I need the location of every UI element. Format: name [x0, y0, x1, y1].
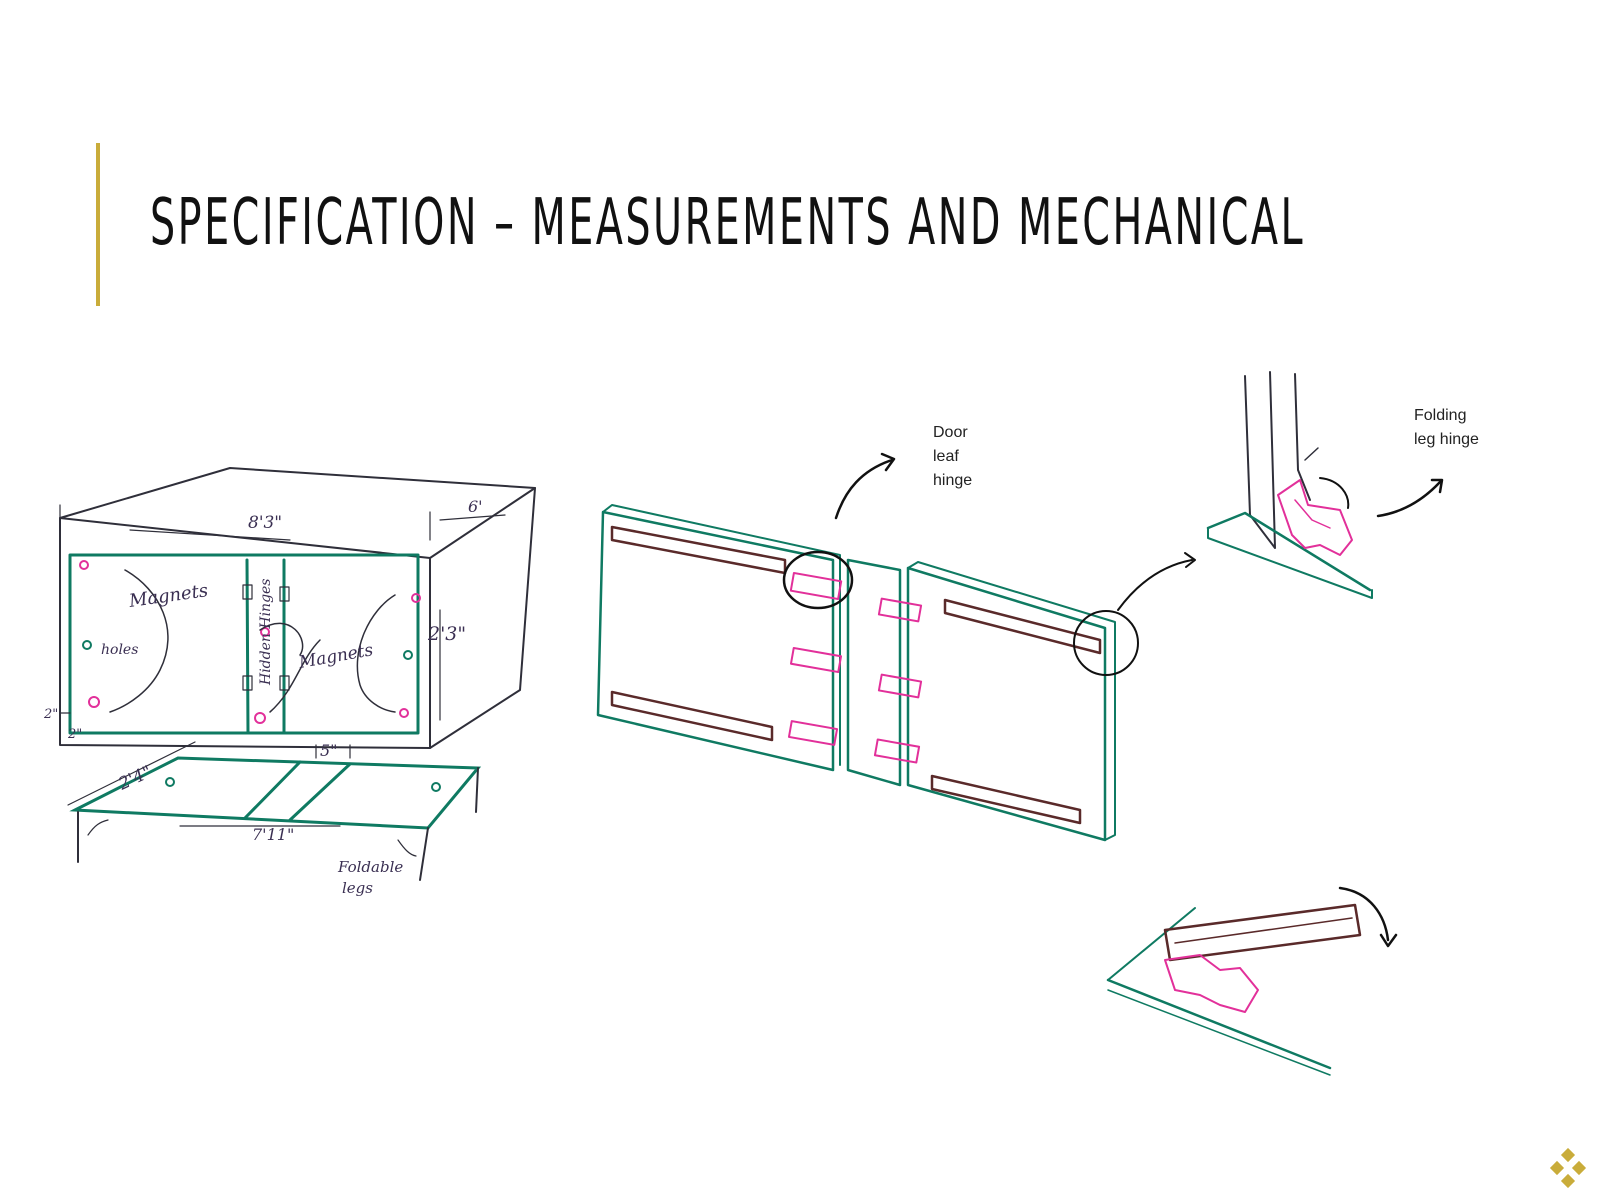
label-holes: holes	[101, 642, 138, 658]
door-leaf-sketch	[596, 452, 1196, 842]
folding-leg-folded-sketch	[1106, 886, 1398, 1076]
annotation-door: Door	[933, 424, 968, 441]
folding-leg-upright-sketch	[1206, 371, 1444, 599]
label-height: 2'3"	[427, 623, 466, 645]
label-margin-side: 2"	[43, 707, 58, 722]
label-foldable: Foldable	[337, 858, 403, 876]
cabinet-sketch	[59, 467, 536, 749]
label-table-gap: 5"	[320, 741, 338, 760]
label-magnets-left: Magnets	[127, 580, 210, 612]
label-top-width: 8'3"	[248, 513, 282, 533]
table-sketch	[67, 741, 482, 881]
label-depth: 6'	[468, 497, 483, 516]
annotation-leg-hinge: leg hinge	[1414, 431, 1479, 448]
gold-diamond-cluster-icon	[1549, 1148, 1587, 1188]
label-margin-bottom: 2"	[67, 727, 82, 742]
label-legs: legs	[342, 879, 373, 897]
label-hidden-hinges: Hidden Hinges	[258, 579, 274, 687]
annotation-leaf: leaf	[933, 448, 959, 465]
label-magnets-right: Magnets	[296, 640, 375, 673]
slide-title: SPECIFICATION – MEASUREMENTS AND MECHANI…	[150, 186, 1306, 260]
title-accent-bar	[96, 143, 100, 306]
label-table-depth: 2'4"	[115, 762, 155, 795]
label-table-width: 7'11"	[252, 825, 294, 844]
annotation-hinge: hinge	[933, 472, 972, 489]
annotation-folding: Folding	[1414, 407, 1466, 424]
